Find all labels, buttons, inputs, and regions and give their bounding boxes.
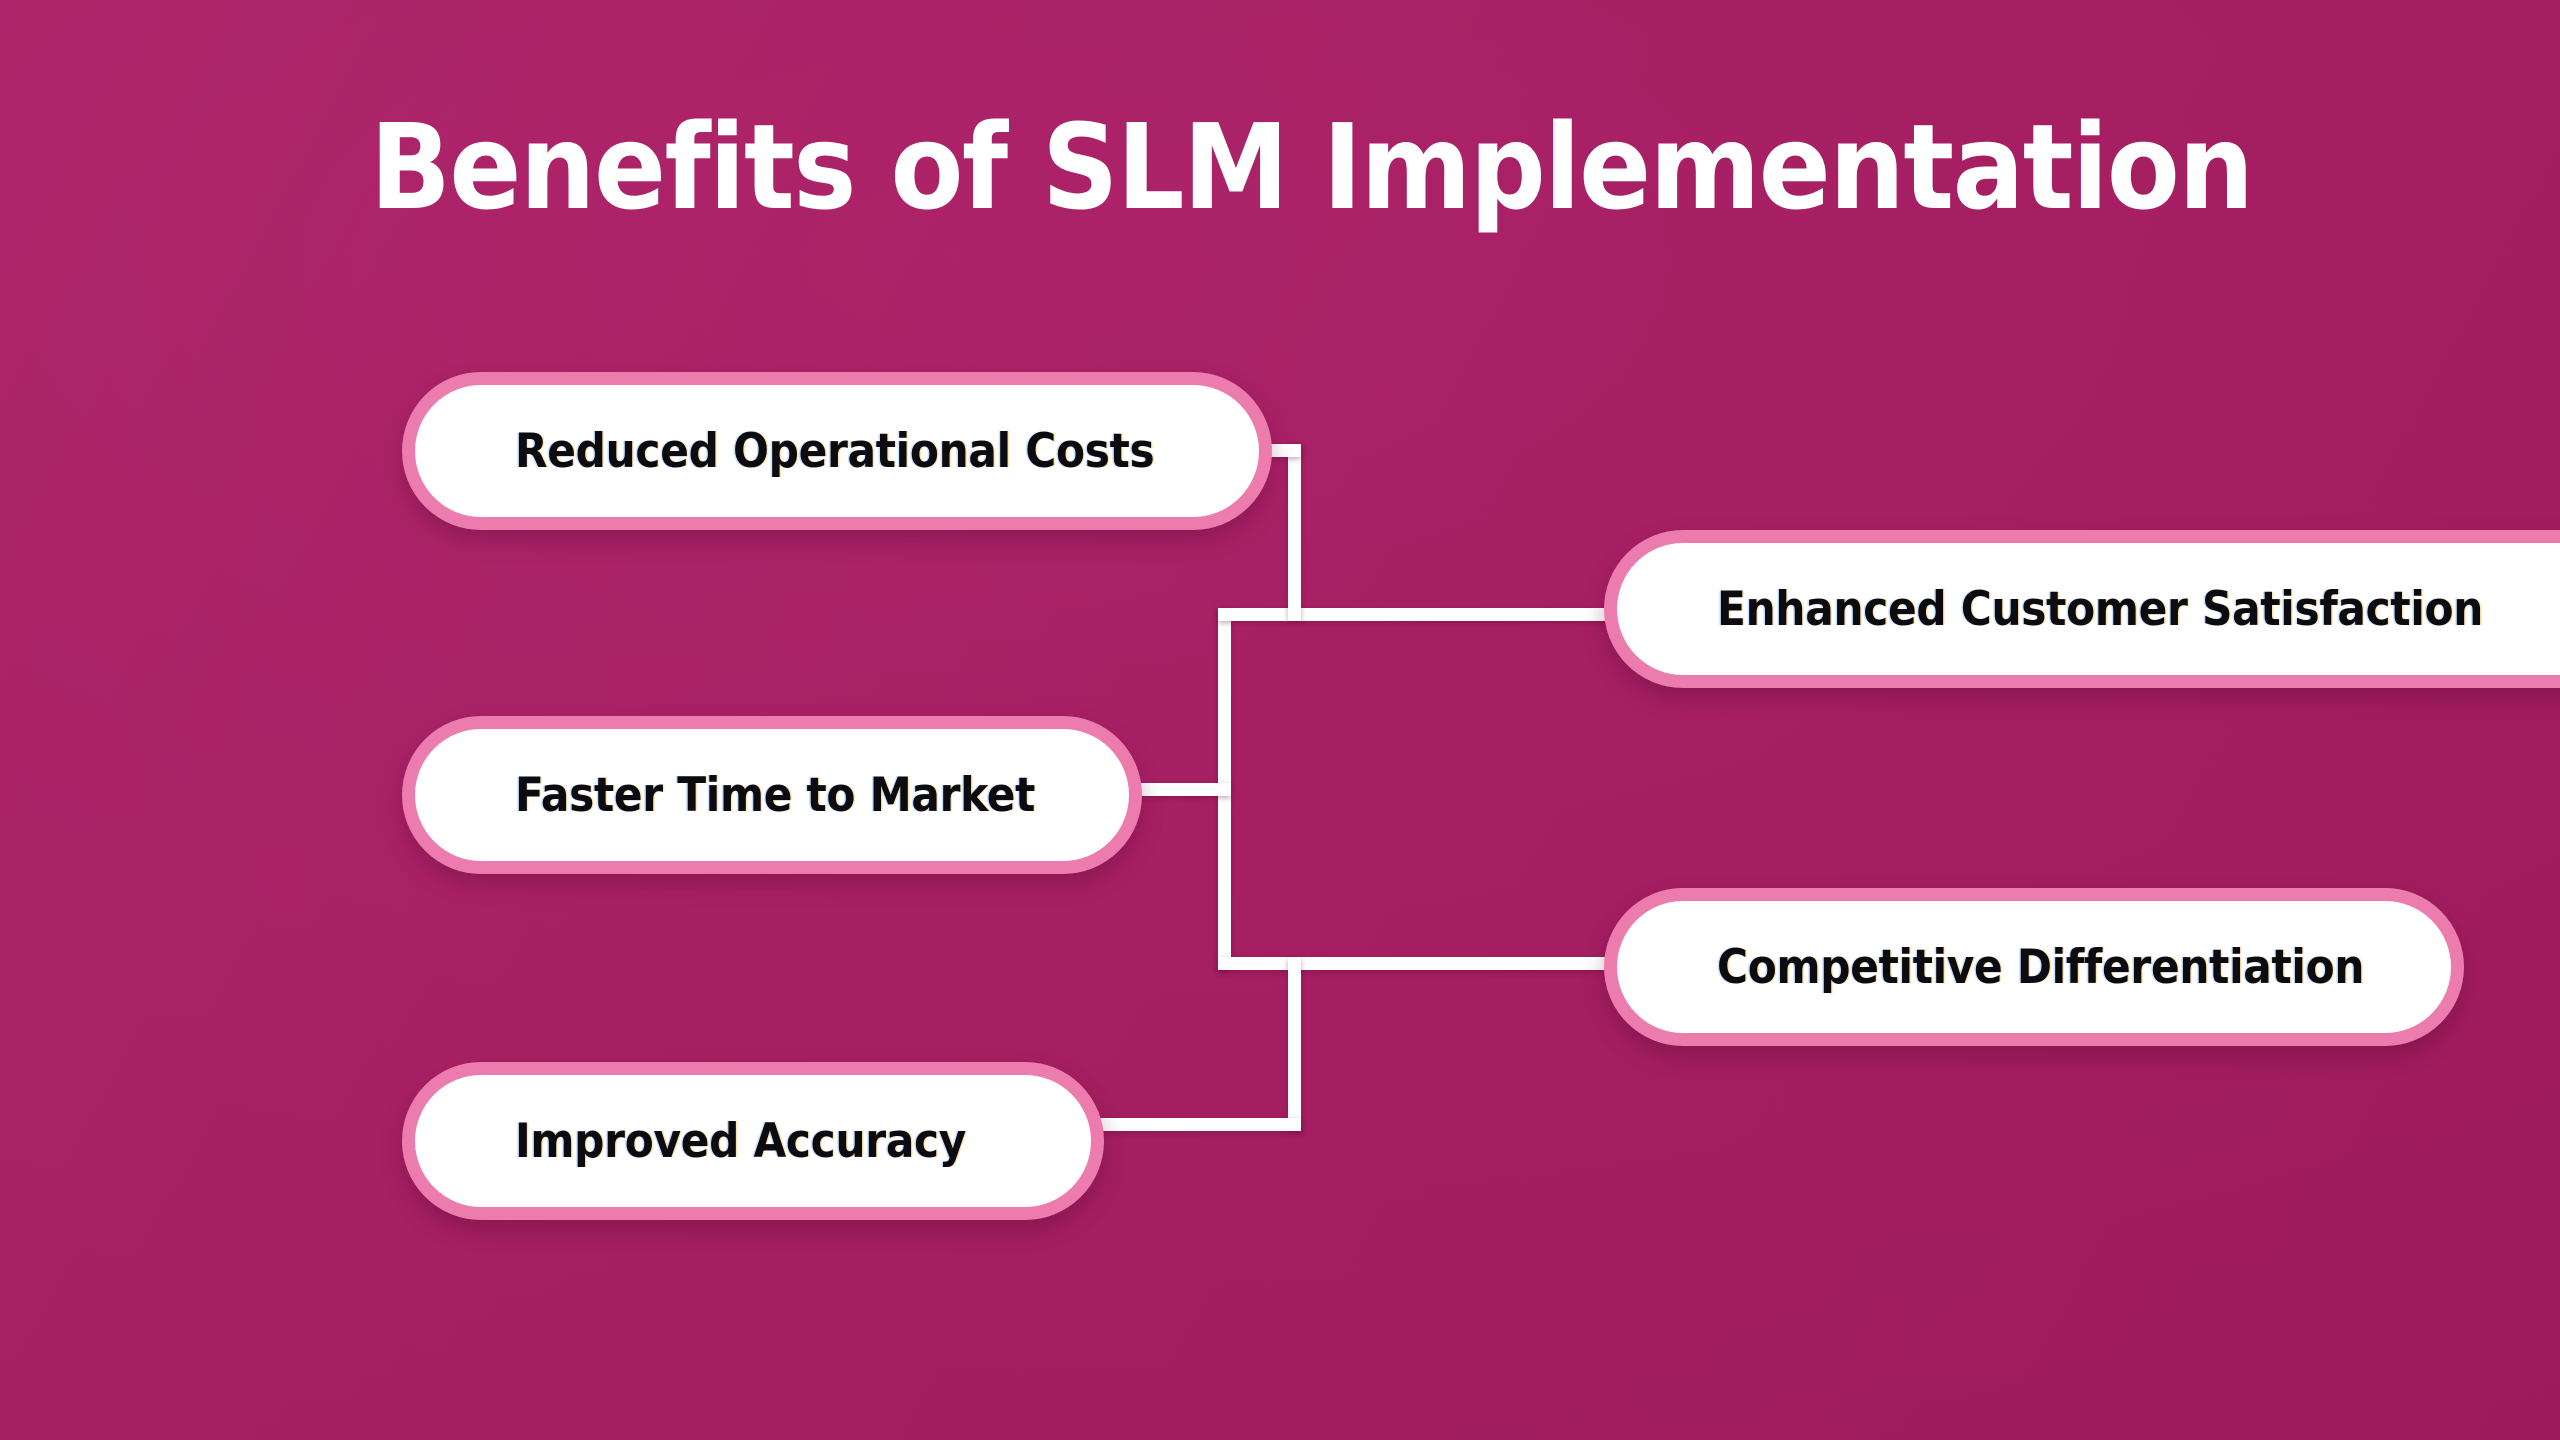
page-title: Benefits of SLM Implementation xyxy=(370,98,2254,236)
connector-bottom-horizontal xyxy=(1218,957,1630,970)
connector-upper-riser xyxy=(1288,444,1301,621)
node-label: Improved Accuracy xyxy=(515,1113,967,1169)
node-label: Enhanced Customer Satisfaction xyxy=(1717,581,2484,637)
node-faster-time-to-market[interactable]: Faster Time to Market xyxy=(402,716,1142,874)
node-label: Faster Time to Market xyxy=(515,767,1036,823)
node-label: Reduced Operational Costs xyxy=(515,423,1155,479)
connector-stub-improved-accuracy xyxy=(1092,1118,1301,1131)
node-label: Competitive Differentiation xyxy=(1717,939,2365,995)
connector-lower-riser xyxy=(1288,957,1301,1131)
connector-stub-faster-time-to-market xyxy=(1128,783,1231,796)
node-improved-accuracy[interactable]: Improved Accuracy xyxy=(402,1062,1104,1220)
node-enhanced-customer-satisfaction[interactable]: Enhanced Customer Satisfaction xyxy=(1604,530,2560,688)
node-reduced-operational-costs[interactable]: Reduced Operational Costs xyxy=(402,372,1272,530)
node-competitive-differentiation[interactable]: Competitive Differentiation xyxy=(1604,888,2464,1046)
connector-top-horizontal xyxy=(1218,608,1610,621)
